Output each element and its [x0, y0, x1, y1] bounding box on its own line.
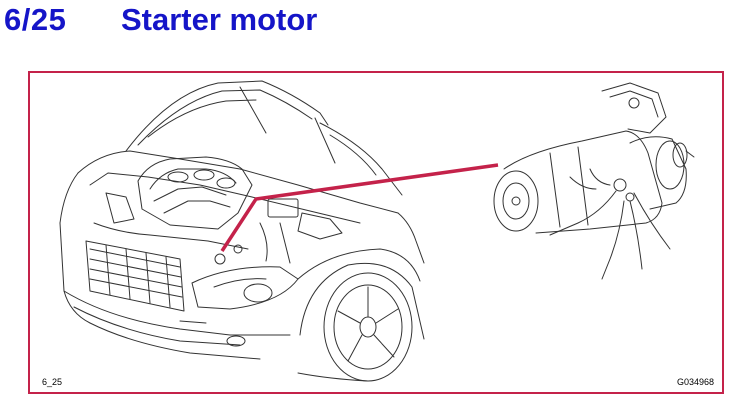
section-title: Starter motor — [121, 2, 318, 37]
starter-motor-illustration — [59, 80, 695, 382]
figure-frame: 6_25 G034968 — [28, 71, 724, 394]
callout-leader-line — [220, 163, 499, 252]
figure-reference-label: 6_25 — [42, 377, 63, 387]
page-header: 6/25 Starter motor — [0, 0, 742, 48]
car-drawing — [59, 80, 425, 382]
starter-motor-drawing — [493, 82, 695, 280]
figure-image-code: G034968 — [676, 377, 714, 387]
section-number: 6/25 — [4, 2, 67, 37]
